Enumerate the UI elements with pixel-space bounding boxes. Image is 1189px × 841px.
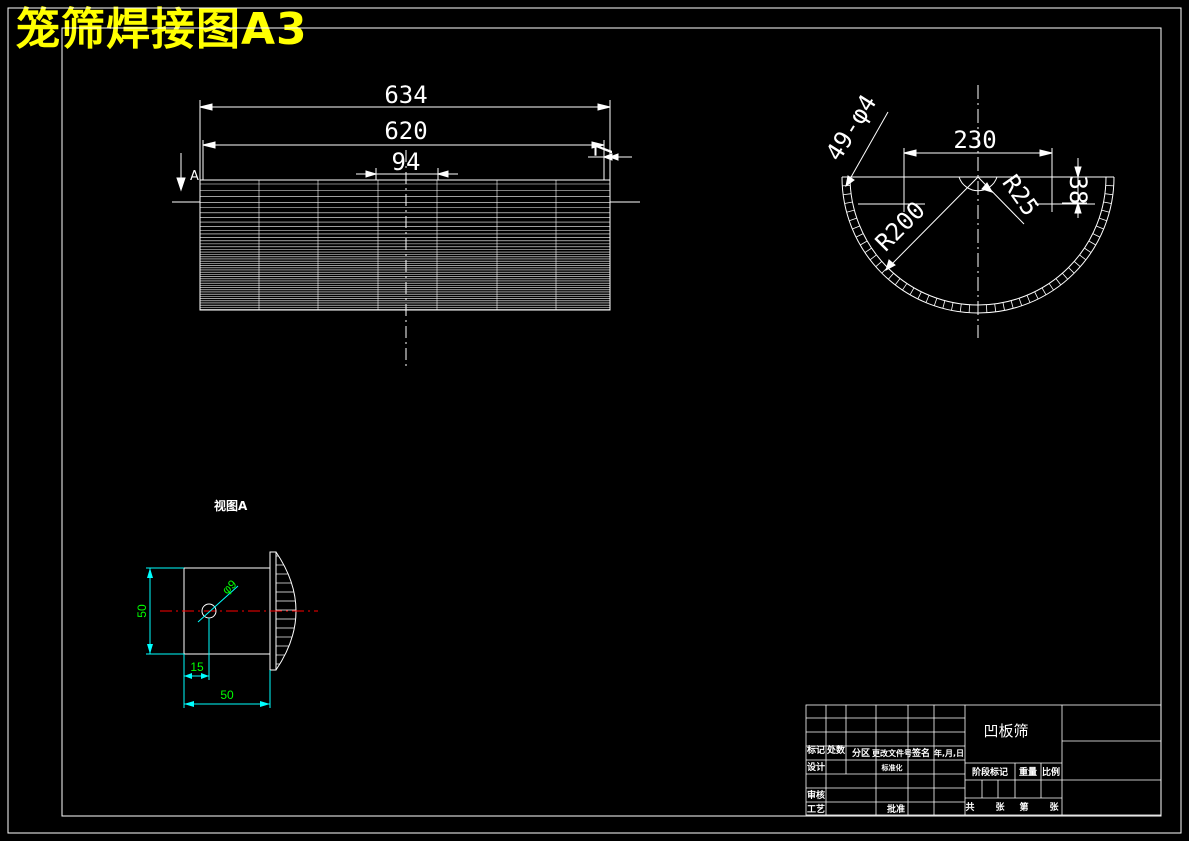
dim-620-label: 620 [384,117,427,145]
hole-tick [1104,193,1113,196]
hole-tick [1073,261,1081,267]
section-marker-label: A [190,169,199,184]
dim-holes-label: 49-φ4 [820,90,882,166]
screen-body [199,179,611,311]
hole-tick [1062,272,1068,280]
section-arrow-head [176,177,186,192]
hole-tick [951,302,954,311]
hole-tick [985,304,988,313]
tb-page: 张 [1049,801,1059,813]
tb-page-no: 第 [1019,801,1028,813]
tb-approve: 批准 [887,803,905,815]
tb-design: 设计 [807,761,825,773]
tb-standardize: 标准化 [881,763,903,772]
hole-tick [852,225,860,230]
hole-tick [1105,184,1114,187]
main-view-labels: 634 620 94 7 A [190,81,618,184]
dim-hole-label: φ9 [219,577,239,597]
hole-tick [994,303,997,312]
hole-dim-line [197,585,239,623]
tb-process: 工艺 [807,803,825,815]
dim-94-label: 94 [392,148,421,176]
tb-total: 共 [965,801,974,813]
tb-signature: 签名 [911,747,930,759]
hole-tick [1088,240,1096,246]
hole-tick [925,295,930,303]
hole-tick [1096,225,1104,230]
title-block-text: 凹板筛 标记 处数 分区 更改文件号 签名 年,月,日 设计 标准化 阶段标记 … [806,722,1060,815]
detail-ticks [276,555,296,665]
detail-view-labels: 视图A 50 φ9 15 50 [135,498,248,702]
hole-tick [1002,302,1005,311]
main-view [172,100,640,370]
hole-tick [875,261,883,267]
hole-tick [909,287,915,295]
dim-height-label: 50 [135,604,149,618]
hole-tick [844,201,853,204]
dim-38-label: 38 [1064,176,1092,205]
hole-tick [843,193,852,196]
hole-tick [1041,287,1047,295]
hole-tick [942,300,946,309]
outer-border [7,7,1182,834]
detail-view-label: 视图A [214,498,248,513]
hole-tick [894,278,901,286]
dim-r200-label: R200 [870,196,931,257]
hole-tick [1079,254,1087,261]
hole-tick [888,272,894,280]
hole-tick [1048,283,1054,291]
tb-mark: 标记 [806,744,825,756]
tb-zone: 分区 [852,747,870,759]
hole-tick [933,298,938,306]
hole-tick [1055,278,1062,286]
hole-tick [1010,300,1014,309]
hole-tick [855,233,864,238]
part-name: 凹板筛 [983,722,1028,740]
hole-tick [1018,298,1023,306]
tb-scale: 比例 [1042,766,1060,778]
radius-200-line [885,176,979,271]
tb-weight: 重量 [1019,766,1037,778]
dim-width-label: 50 [220,688,234,702]
section-view [841,85,1115,338]
hole-tick [1084,247,1092,253]
hole-tick [864,247,872,253]
hole-leader [845,111,889,187]
hole-tick [1103,201,1112,204]
hole-tick [849,217,857,222]
hole-tick [1026,295,1031,303]
screen-bars [200,183,610,310]
tb-stage-mark: 阶段标记 [972,766,1008,778]
inner-border [61,27,1162,817]
hole-tick [968,304,971,313]
hole-tick [1099,217,1107,222]
hole-tick [1092,233,1101,238]
dim-634-label: 634 [384,81,427,109]
tb-sheets: 张 [995,801,1005,813]
tb-date: 年,月,日 [934,748,964,758]
tb-doc-no: 更改文件号 [872,748,912,758]
hole-tick [959,303,962,312]
hole-tick [1034,291,1039,300]
hole-tick [869,254,877,261]
detail-view [146,551,318,708]
section-view-labels: 230 49-φ4 R200 R25 38 [820,90,1092,257]
drawing-title: 笼筛焊接图A3 [16,4,308,55]
hole-tick [1101,209,1110,213]
tb-check: 审核 [807,789,825,801]
hole-tick [917,291,922,300]
screen-ribs [258,180,557,310]
hole-tick [902,283,908,291]
dim-offset-label: 15 [190,660,204,674]
title-block [805,704,1162,816]
dim-7-label: 7 [590,143,618,157]
tb-count: 处数 [826,744,846,756]
hole-tick [846,209,855,213]
hole-tick [1068,267,1075,274]
hole-tick [860,240,868,246]
dim-230-label: 230 [953,126,996,154]
